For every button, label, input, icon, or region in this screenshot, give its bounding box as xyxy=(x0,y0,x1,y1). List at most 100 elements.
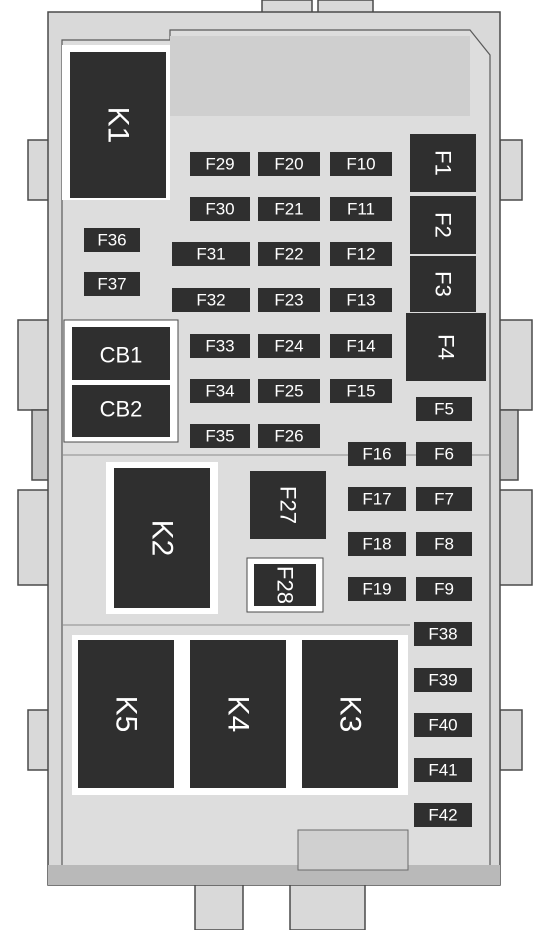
fuse-f14[interactable] xyxy=(330,334,392,358)
breaker-cb2[interactable] xyxy=(72,385,170,437)
fuse-f23[interactable] xyxy=(258,288,320,312)
fuse-f15-label: F15 xyxy=(346,382,375,401)
fuse-f10[interactable] xyxy=(330,152,392,176)
fuse-f34-label: F34 xyxy=(205,382,234,401)
fuse-f6-label: F6 xyxy=(434,445,454,464)
fuse-f28[interactable] xyxy=(254,564,316,606)
right-bracket-upper xyxy=(495,319,533,411)
breaker-cb1-label: CB1 xyxy=(100,343,143,368)
fuse-f16-label: F16 xyxy=(362,445,391,464)
fuse-f31-label: F31 xyxy=(196,245,225,264)
fuse-f13-label: F13 xyxy=(346,291,375,310)
right-tab-1 xyxy=(499,139,523,201)
fuse-f34[interactable] xyxy=(190,379,250,403)
fuse-f8-label: F8 xyxy=(434,535,454,554)
fuse-f15[interactable] xyxy=(330,379,392,403)
relay-k1[interactable] xyxy=(70,52,166,198)
bottom-connector xyxy=(297,829,409,871)
fuse-f41[interactable] xyxy=(414,758,472,782)
fuse-f30[interactable] xyxy=(190,197,250,221)
fuse-f35-label: F35 xyxy=(205,427,234,446)
fuse-f25-label: F25 xyxy=(274,382,303,401)
fuse-f21[interactable] xyxy=(258,197,320,221)
fuse-f13[interactable] xyxy=(330,288,392,312)
fuse-f12-label: F12 xyxy=(346,245,375,264)
fuse-f8[interactable] xyxy=(416,532,472,556)
fuse-f1-label: F1 xyxy=(431,150,456,176)
fuse-f19-label: F19 xyxy=(362,580,391,599)
fuse-f39[interactable] xyxy=(414,668,472,692)
relay-k2[interactable] xyxy=(114,468,210,608)
relay-k5[interactable] xyxy=(78,640,174,788)
fuse-f11[interactable] xyxy=(330,197,392,221)
fuse-f4[interactable] xyxy=(406,313,486,381)
fuse-f7[interactable] xyxy=(416,487,472,511)
relays: K1 K2 K5 K4 K3 xyxy=(62,45,408,795)
fuse-f5[interactable] xyxy=(416,397,472,421)
fuse-f31[interactable] xyxy=(172,242,250,266)
fuse-f3[interactable] xyxy=(410,256,476,312)
breaker-cb2-label: CB2 xyxy=(100,397,143,422)
fuse-f17[interactable] xyxy=(348,487,406,511)
fuse-f41-label: F41 xyxy=(428,761,457,780)
fuse-f30-label: F30 xyxy=(205,200,234,219)
fuse-f7-label: F7 xyxy=(434,490,454,509)
left-bracket-lower xyxy=(17,489,53,586)
fuse-f26[interactable] xyxy=(258,424,320,448)
fuse-f27[interactable] xyxy=(250,471,326,539)
fuse-f6[interactable] xyxy=(416,442,472,466)
fuse-f24[interactable] xyxy=(258,334,320,358)
circuit-breakers: CB1 CB2 xyxy=(63,319,179,443)
fuse-f32[interactable] xyxy=(172,288,250,312)
fuse-f1[interactable] xyxy=(410,134,476,192)
fuse-f5-label: F5 xyxy=(434,400,454,419)
fuse-f37[interactable] xyxy=(84,272,140,296)
relay-k4[interactable] xyxy=(190,640,286,788)
fuse-f2[interactable] xyxy=(410,196,476,254)
fuse-f29[interactable] xyxy=(190,152,250,176)
fuse-f38-label: F38 xyxy=(428,625,457,644)
fuse-f16[interactable] xyxy=(348,442,406,466)
fuse-f35[interactable] xyxy=(190,424,250,448)
fuse-f38[interactable] xyxy=(414,622,472,646)
fuse-f42[interactable] xyxy=(414,803,472,827)
right-tab-2 xyxy=(499,709,523,771)
fuse-f4-label: F4 xyxy=(434,334,459,360)
fuse-f20-label: F20 xyxy=(274,155,303,174)
fuse-f37-label: F37 xyxy=(97,275,126,294)
fuse-f9[interactable] xyxy=(416,577,472,601)
left-tab-1 xyxy=(27,139,51,201)
fuse-f39-label: F39 xyxy=(428,671,457,690)
fuse-f9-label: F9 xyxy=(434,580,454,599)
fuse-f20[interactable] xyxy=(258,152,320,176)
relay-k3[interactable] xyxy=(302,640,398,788)
fuse-f21-label: F21 xyxy=(274,200,303,219)
fuse-f29-label: F29 xyxy=(205,155,234,174)
fuse-f3-label: F3 xyxy=(431,271,456,297)
fuse-f26-label: F26 xyxy=(274,427,303,446)
fuse-f12[interactable] xyxy=(330,242,392,266)
left-tab-2 xyxy=(27,709,51,771)
mini-fuses: F29 F30 F31 F32 F33 F34 F35 F20 F21 F22 … xyxy=(84,152,472,827)
relay-k1-label: K1 xyxy=(102,107,135,144)
fuse-f33[interactable] xyxy=(190,334,250,358)
fuse-f25[interactable] xyxy=(258,379,320,403)
relay-k3-label: K3 xyxy=(334,696,367,733)
fuse-f22[interactable] xyxy=(258,242,320,266)
fuse-f40-label: F40 xyxy=(428,716,457,735)
fuse-f11-label: F11 xyxy=(347,200,375,219)
fuse-f19[interactable] xyxy=(348,577,406,601)
relay-k2-label: K2 xyxy=(146,520,179,557)
fuse-f10-label: F10 xyxy=(346,155,375,174)
fuse-f36[interactable] xyxy=(84,228,140,252)
breaker-cb1[interactable] xyxy=(72,327,170,380)
fuse-f33-label: F33 xyxy=(205,337,234,356)
bottom-shadow xyxy=(48,865,500,885)
fuse-f18[interactable] xyxy=(348,532,406,556)
fuse-f40[interactable] xyxy=(414,713,472,737)
fuse-f14-label: F14 xyxy=(346,337,375,356)
fuse-f22-label: F22 xyxy=(274,245,303,264)
left-bracket-upper xyxy=(17,319,53,411)
fuse-f28-label: F28 xyxy=(273,566,298,604)
